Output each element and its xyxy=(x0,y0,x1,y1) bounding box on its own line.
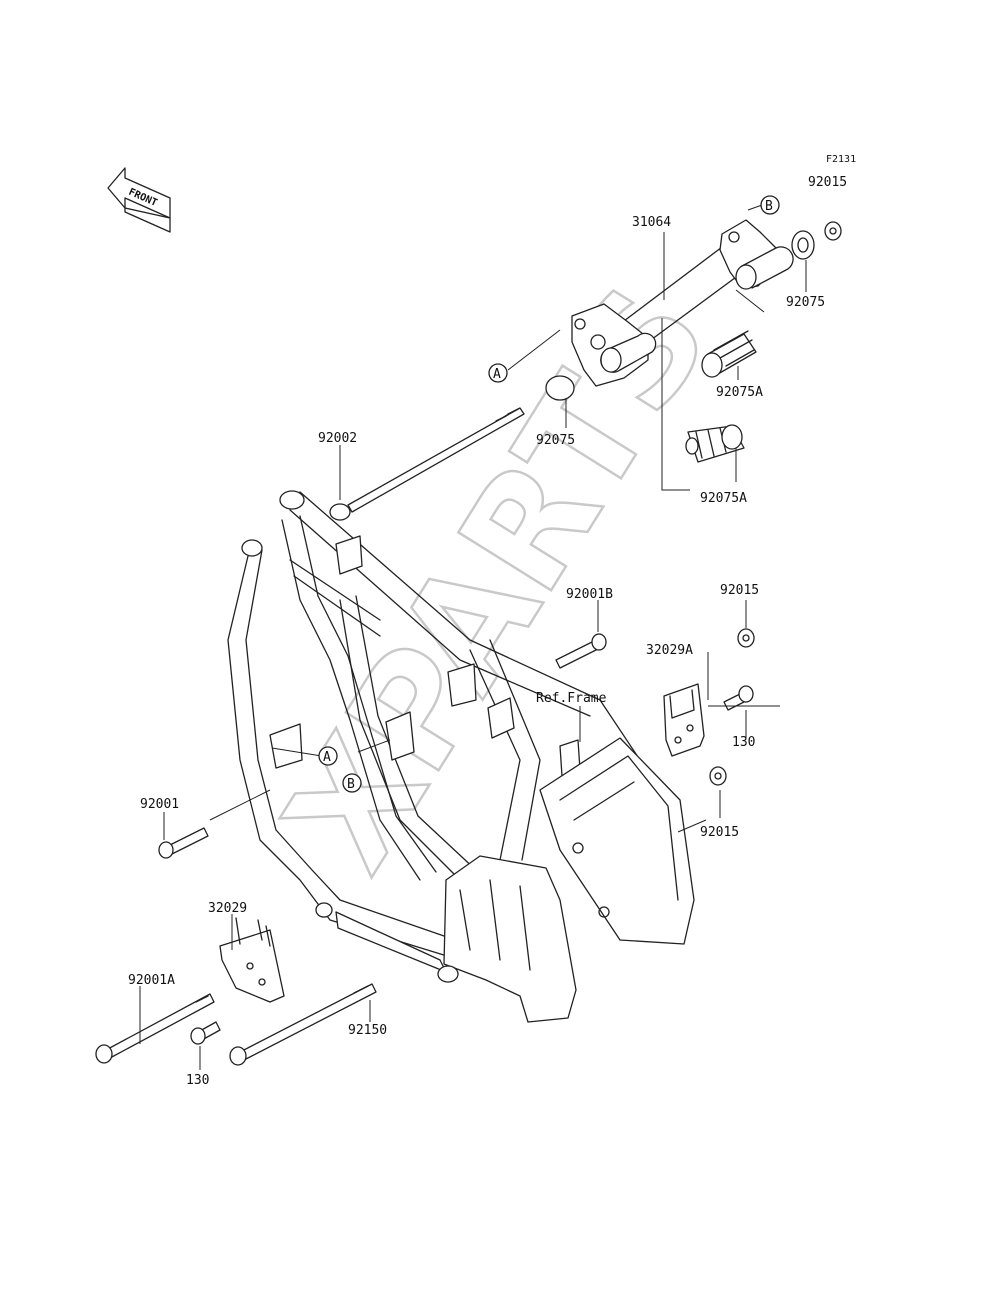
part-label-92015-low: 92015 xyxy=(700,825,739,840)
bracket-32029 xyxy=(219,917,285,1003)
bolt-92001 xyxy=(158,827,209,859)
ref-frame-label: Ref.Frame xyxy=(536,691,607,706)
bolt-92001B xyxy=(555,633,607,669)
bolt-130-left xyxy=(190,1021,221,1045)
ref-marker-b-frame: B xyxy=(342,773,362,793)
part-label-92075A-top: 92075A xyxy=(716,385,763,400)
part-label-32029A: 32029A xyxy=(646,643,693,658)
part-label-32029: 32029 xyxy=(208,901,247,916)
part-label-92015-top: 92015 xyxy=(808,175,847,190)
part-label-92015-mid: 92015 xyxy=(720,583,759,598)
ref-b-frame-label: B xyxy=(347,777,355,792)
front-arrow-icon: FRONT xyxy=(107,167,171,233)
part-label-130-right: 130 xyxy=(732,735,755,750)
bolt-92002 xyxy=(329,407,525,521)
part-label-92001B: 92001B xyxy=(566,587,613,602)
part-label-92075A-mid: 92075A xyxy=(700,491,747,506)
ref-a-top-label: A xyxy=(493,367,501,382)
figure-code: F2131 xyxy=(826,154,856,165)
bracket-32029A xyxy=(663,628,755,786)
ref-marker-a-top: A xyxy=(488,363,508,383)
part-label-92001A: 92001A xyxy=(128,973,175,988)
part-label-92001: 92001 xyxy=(140,797,179,812)
part-label-92075-right: 92075 xyxy=(786,295,825,310)
ref-marker-b-top: B xyxy=(760,195,780,215)
part-label-92002: 92002 xyxy=(318,431,357,446)
part-label-92150: 92150 xyxy=(348,1023,387,1038)
ref-a-frame-label: A xyxy=(323,750,331,765)
engine-mount-bracket xyxy=(545,219,842,463)
bolt-92001A xyxy=(95,993,215,1064)
ref-b-top-label: B xyxy=(765,199,773,214)
ref-marker-a-frame: A xyxy=(318,746,338,766)
part-label-130-left: 130 xyxy=(186,1073,209,1088)
motorcycle-frame xyxy=(227,490,695,1023)
bolt-92150 xyxy=(229,983,377,1066)
part-label-92075-left: 92075 xyxy=(536,433,575,448)
part-label-31064: 31064 xyxy=(632,215,671,230)
leader-lines xyxy=(139,204,807,1070)
